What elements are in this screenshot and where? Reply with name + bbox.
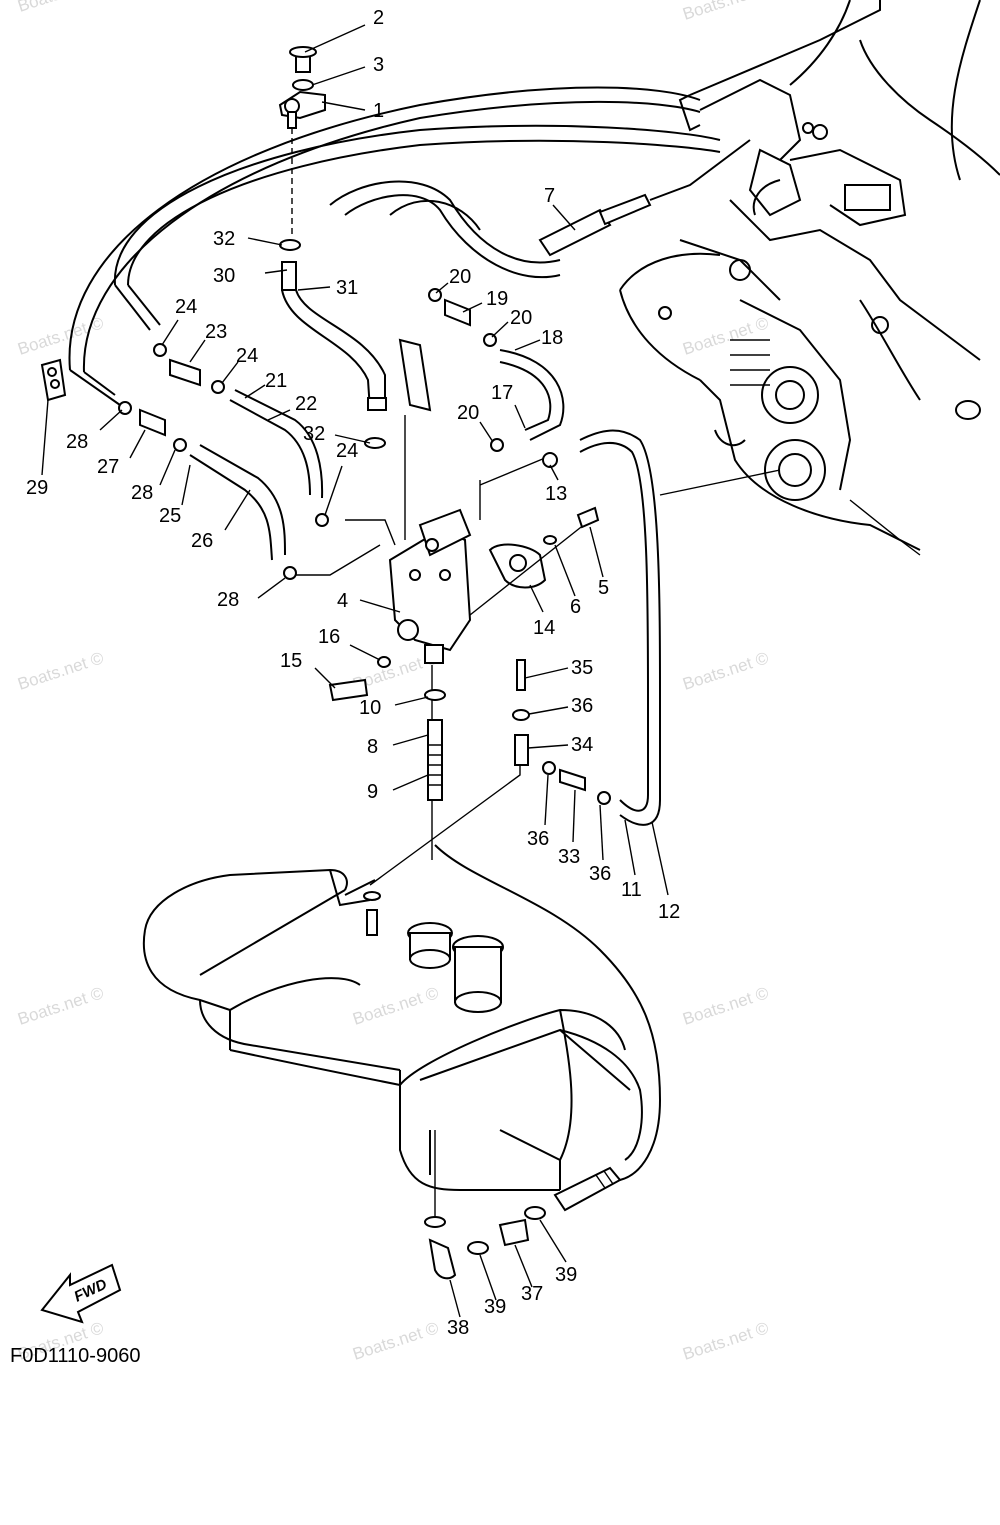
hose-12 — [579, 429, 661, 826]
part-labels: 2 3 1 7 32 30 31 20 19 20 18 24 23 24 21… — [26, 7, 680, 1339]
part-label: 32 — [213, 228, 235, 250]
part-label: 30 — [213, 265, 235, 287]
part-label: 31 — [336, 277, 358, 299]
watermark-layer: Boats.net © Boats.net © Boats.net © Boat… — [15, 0, 771, 1364]
part-label: 3 — [373, 54, 384, 76]
leader-lines — [290, 415, 781, 1225]
watermark: Boats.net © — [15, 0, 106, 16]
part-label: 20 — [449, 266, 471, 288]
part-label: 21 — [265, 370, 287, 392]
part-label: 32 — [303, 423, 325, 445]
part-label: 24 — [175, 296, 197, 318]
part-label: 33 — [558, 846, 580, 868]
watermark: Boats.net © — [680, 0, 771, 24]
part-label: 18 — [541, 327, 563, 349]
bracket-assembly — [278, 46, 326, 235]
part-label: 16 — [318, 626, 340, 648]
diagram-code: F0D1110-9060 — [10, 1345, 140, 1367]
part-label: 28 — [131, 482, 153, 504]
watermark: Boats.net © — [680, 1318, 771, 1364]
part-label: 15 — [280, 650, 302, 672]
part-label: 28 — [66, 431, 88, 453]
part-label: 26 — [191, 530, 213, 552]
engine-block-outline — [619, 0, 1000, 556]
part-label: 7 — [544, 185, 555, 207]
part-label: 27 — [97, 456, 119, 478]
part-label: 22 — [295, 393, 317, 415]
fuel-tank — [142, 844, 662, 1280]
part-label: 23 — [205, 321, 227, 343]
watermark: Boats.net © — [680, 983, 771, 1029]
part-label: 2 — [373, 7, 384, 29]
watermark: Boats.net © — [15, 983, 106, 1029]
hose-lines — [68, 86, 721, 406]
fuel-pump — [388, 508, 547, 664]
part-label: 25 — [159, 505, 181, 527]
part-label: 35 — [571, 657, 593, 679]
watermark: Boats.net © — [680, 648, 771, 694]
part-label: 13 — [545, 483, 567, 505]
part-label: 12 — [658, 901, 680, 923]
watermark: Boats.net © — [15, 648, 106, 694]
fwd-arrow-icon: FWD — [40, 1263, 122, 1324]
part-label: 24 — [236, 345, 258, 367]
watermark: Boats.net © — [350, 1318, 441, 1364]
part-label: 6 — [570, 596, 581, 618]
label-leaders — [41, 24, 669, 1318]
part-label: 20 — [510, 307, 532, 329]
watermark: Boats.net © — [680, 313, 771, 359]
part-label: 17 — [491, 382, 513, 404]
part-label: 36 — [589, 863, 611, 885]
part-label: 8 — [367, 736, 378, 758]
part-label: 38 — [447, 1317, 469, 1339]
part-label: 29 — [26, 477, 48, 499]
small-parts — [40, 239, 611, 805]
part-label: 39 — [555, 1264, 577, 1286]
part-label: 28 — [217, 589, 239, 611]
hose-segments — [189, 261, 565, 561]
watermark: Boats.net © — [350, 983, 441, 1029]
part-label: 24 — [336, 440, 358, 462]
part-label: 19 — [486, 288, 508, 310]
part-label: 39 — [484, 1296, 506, 1318]
part-label: 14 — [533, 617, 555, 639]
part-label: 36 — [527, 828, 549, 850]
part-label: 5 — [598, 577, 609, 599]
part-label: 9 — [367, 781, 378, 803]
part-label: 4 — [337, 590, 348, 612]
part-label: 37 — [521, 1283, 543, 1305]
fuel-connector — [538, 139, 751, 257]
part-label: 10 — [359, 697, 381, 719]
part-label: 20 — [457, 402, 479, 424]
part-label: 36 — [571, 695, 593, 717]
part-label: 11 — [621, 879, 642, 901]
part-label: 1 — [373, 100, 384, 122]
part-label: 34 — [571, 734, 593, 756]
